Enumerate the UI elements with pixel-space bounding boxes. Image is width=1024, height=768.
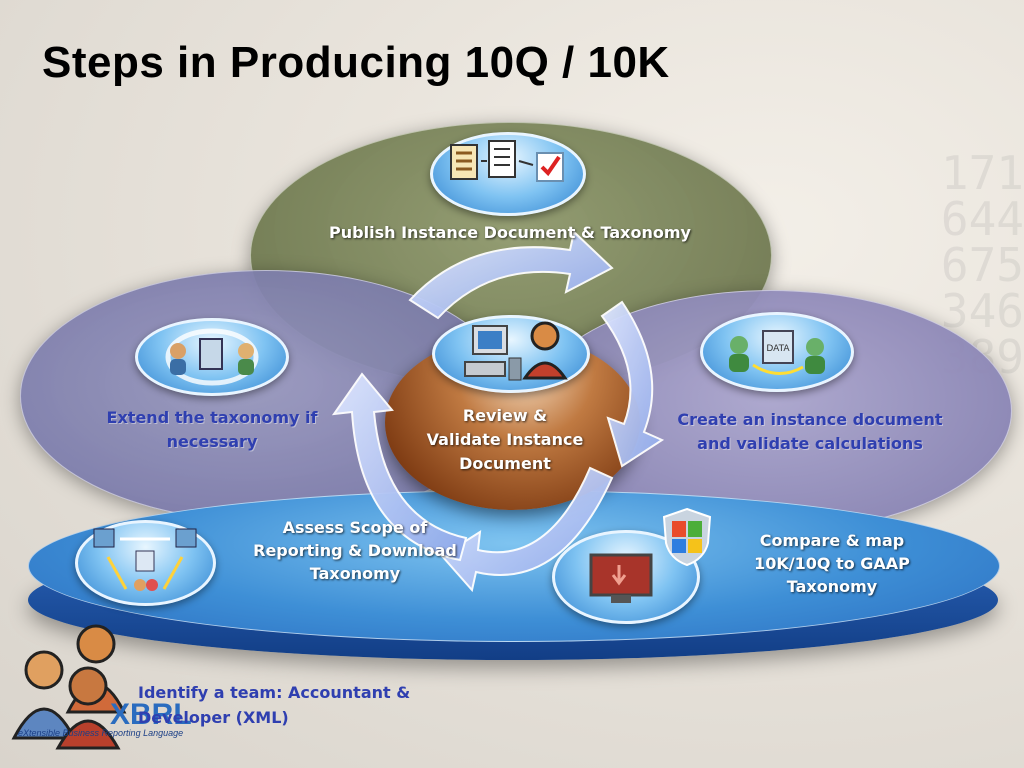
xbrl-logo-mark: XBRL — [110, 698, 192, 731]
create-step-line: Create an instance document — [677, 410, 943, 429]
extend-step-label: Extend the taxonomy if necessary — [62, 406, 362, 454]
team-people-icon — [11, 624, 127, 750]
extend-step-line: Extend the taxonomy if — [106, 408, 318, 427]
review-step-label: Review & Validate Instance Document — [400, 404, 610, 476]
windows-shield-icon — [662, 507, 712, 567]
extend-taxonomy-icon — [165, 328, 259, 386]
review-step-line: Review & — [462, 406, 548, 425]
extend-icon-oval — [135, 318, 289, 396]
create-step-label: Create an instance document and validate… — [640, 408, 980, 456]
identify-step-line: Developer (XML) — [138, 708, 289, 727]
identify-step-label: Identify a team: Accountant & Developer … — [138, 680, 498, 730]
assess-step-line: Assess Scope of — [282, 518, 428, 537]
assess-step-label: Assess Scope of Reporting & Download Tax… — [210, 516, 500, 585]
create-instance-icon: DATA — [729, 330, 825, 375]
xbrl-logo-tagline: eXtensible Business Reporting Language — [18, 728, 184, 738]
arrow-left — [331, 372, 468, 562]
data-doc-label: DATA — [766, 344, 790, 354]
arrow-bottom — [440, 466, 614, 593]
compare-step-line: Compare & map — [759, 531, 905, 550]
compare-step-line: 10K/10Q to GAAP — [754, 554, 910, 573]
compare-step-line: Taxonomy — [786, 577, 878, 596]
assess-step-line: Taxonomy — [309, 564, 401, 583]
arrow-top-right — [408, 230, 614, 320]
identify-step-line: Identify a team: Accountant & — [138, 683, 411, 702]
xbrl-logo: XBRL eXtensible Business Reporting Langu… — [18, 700, 192, 750]
review-step-line: Validate Instance — [426, 430, 584, 449]
review-icon-oval — [432, 315, 590, 393]
computer-shield-icon — [589, 553, 653, 603]
extend-step-line: necessary — [166, 432, 258, 451]
publish-icon-oval — [430, 132, 586, 216]
assess-icon-oval — [75, 520, 216, 606]
assess-step-line: Reporting & Download — [253, 541, 457, 560]
documents-icon — [450, 140, 564, 182]
create-icon-oval: DATA — [700, 312, 854, 392]
compare-step-label: Compare & map 10K/10Q to GAAP Taxonomy — [712, 529, 952, 598]
workstation-person-icon — [464, 321, 568, 381]
review-step-line: Document — [459, 454, 551, 473]
create-step-line: and validate calculations — [697, 434, 923, 453]
publish-step-label: Publish Instance Document & Taxonomy — [329, 223, 691, 242]
assess-scope-icon — [93, 528, 197, 591]
arrow-right — [600, 300, 665, 468]
slide-title: Steps in Producing 10Q / 10K — [42, 38, 670, 87]
